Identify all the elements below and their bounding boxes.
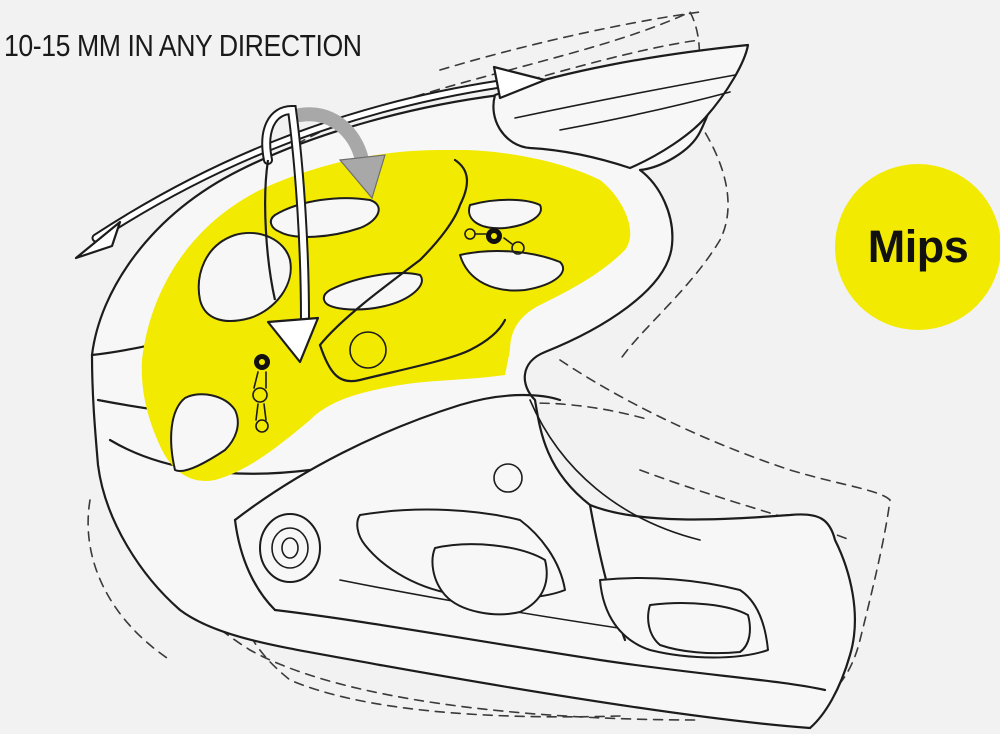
mips-badge: Mips bbox=[835, 164, 1000, 330]
mips-badge-label: Mips bbox=[868, 221, 969, 273]
ear-port bbox=[260, 514, 320, 582]
caption-text: 10-15 MM IN ANY DIRECTION bbox=[4, 28, 362, 64]
